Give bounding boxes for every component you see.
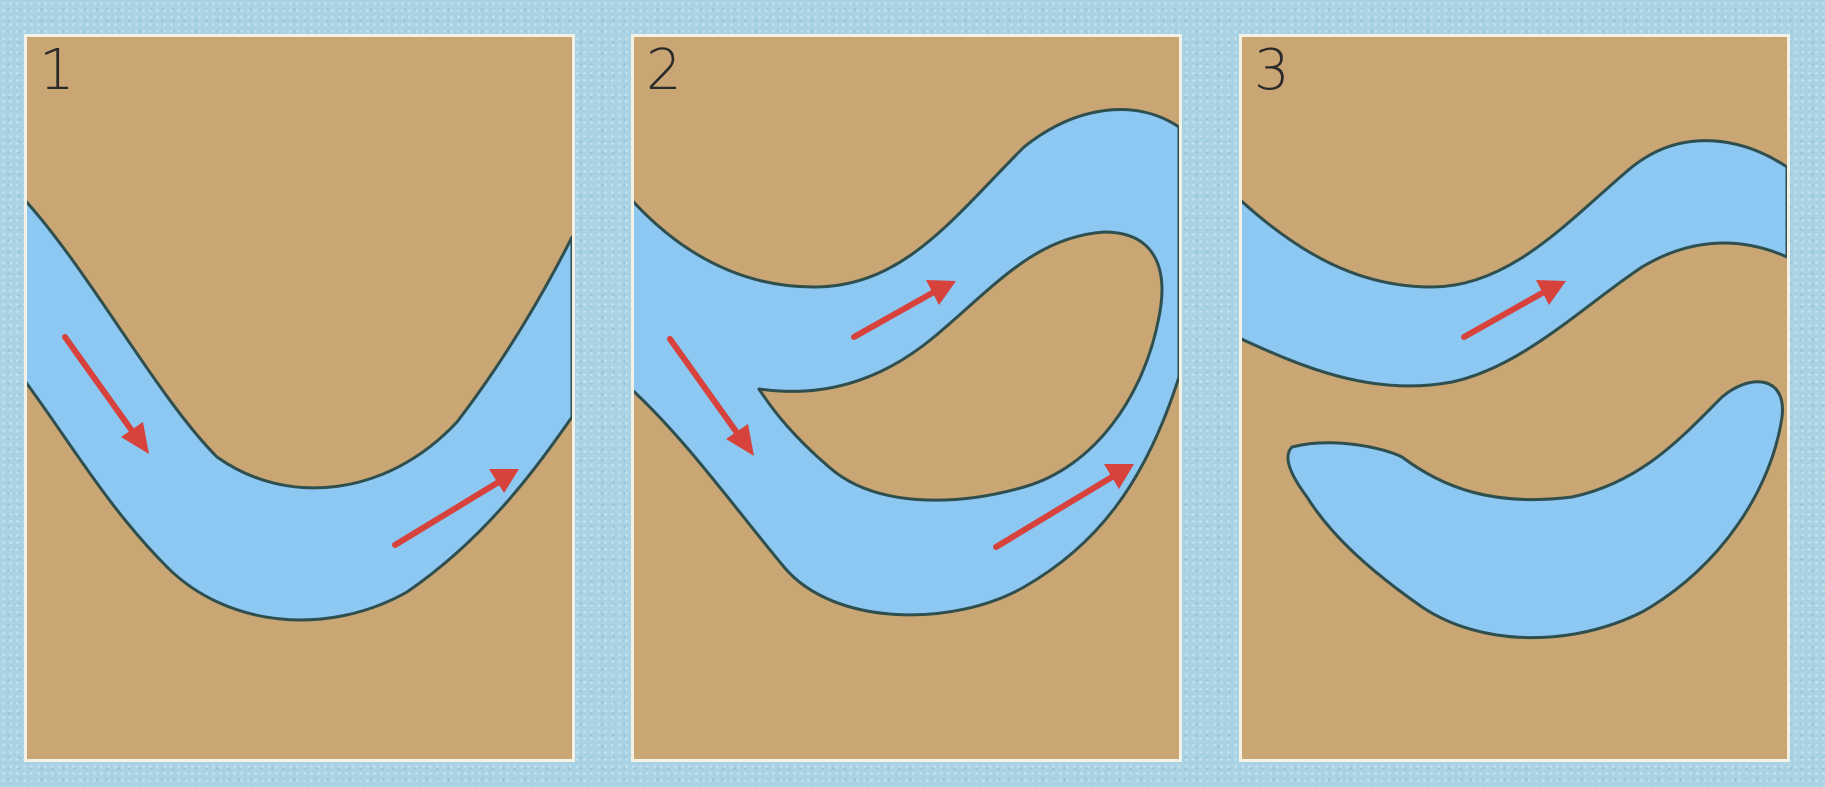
stage-3-number: 3	[1254, 43, 1290, 99]
river-channel	[1242, 141, 1787, 386]
stage-1-illustration	[27, 37, 572, 759]
stage-2-panel: 2	[631, 34, 1182, 762]
stage-2-illustration	[634, 37, 1179, 759]
stage-1-number: 1	[39, 43, 75, 99]
stage-1-panel: 1	[24, 34, 575, 762]
stage-3-panel: 3	[1239, 34, 1790, 762]
river-channel	[27, 197, 572, 620]
stage-3-illustration	[1242, 37, 1787, 759]
stage-2-number: 2	[646, 43, 682, 99]
oxbow-lake	[1288, 382, 1783, 638]
